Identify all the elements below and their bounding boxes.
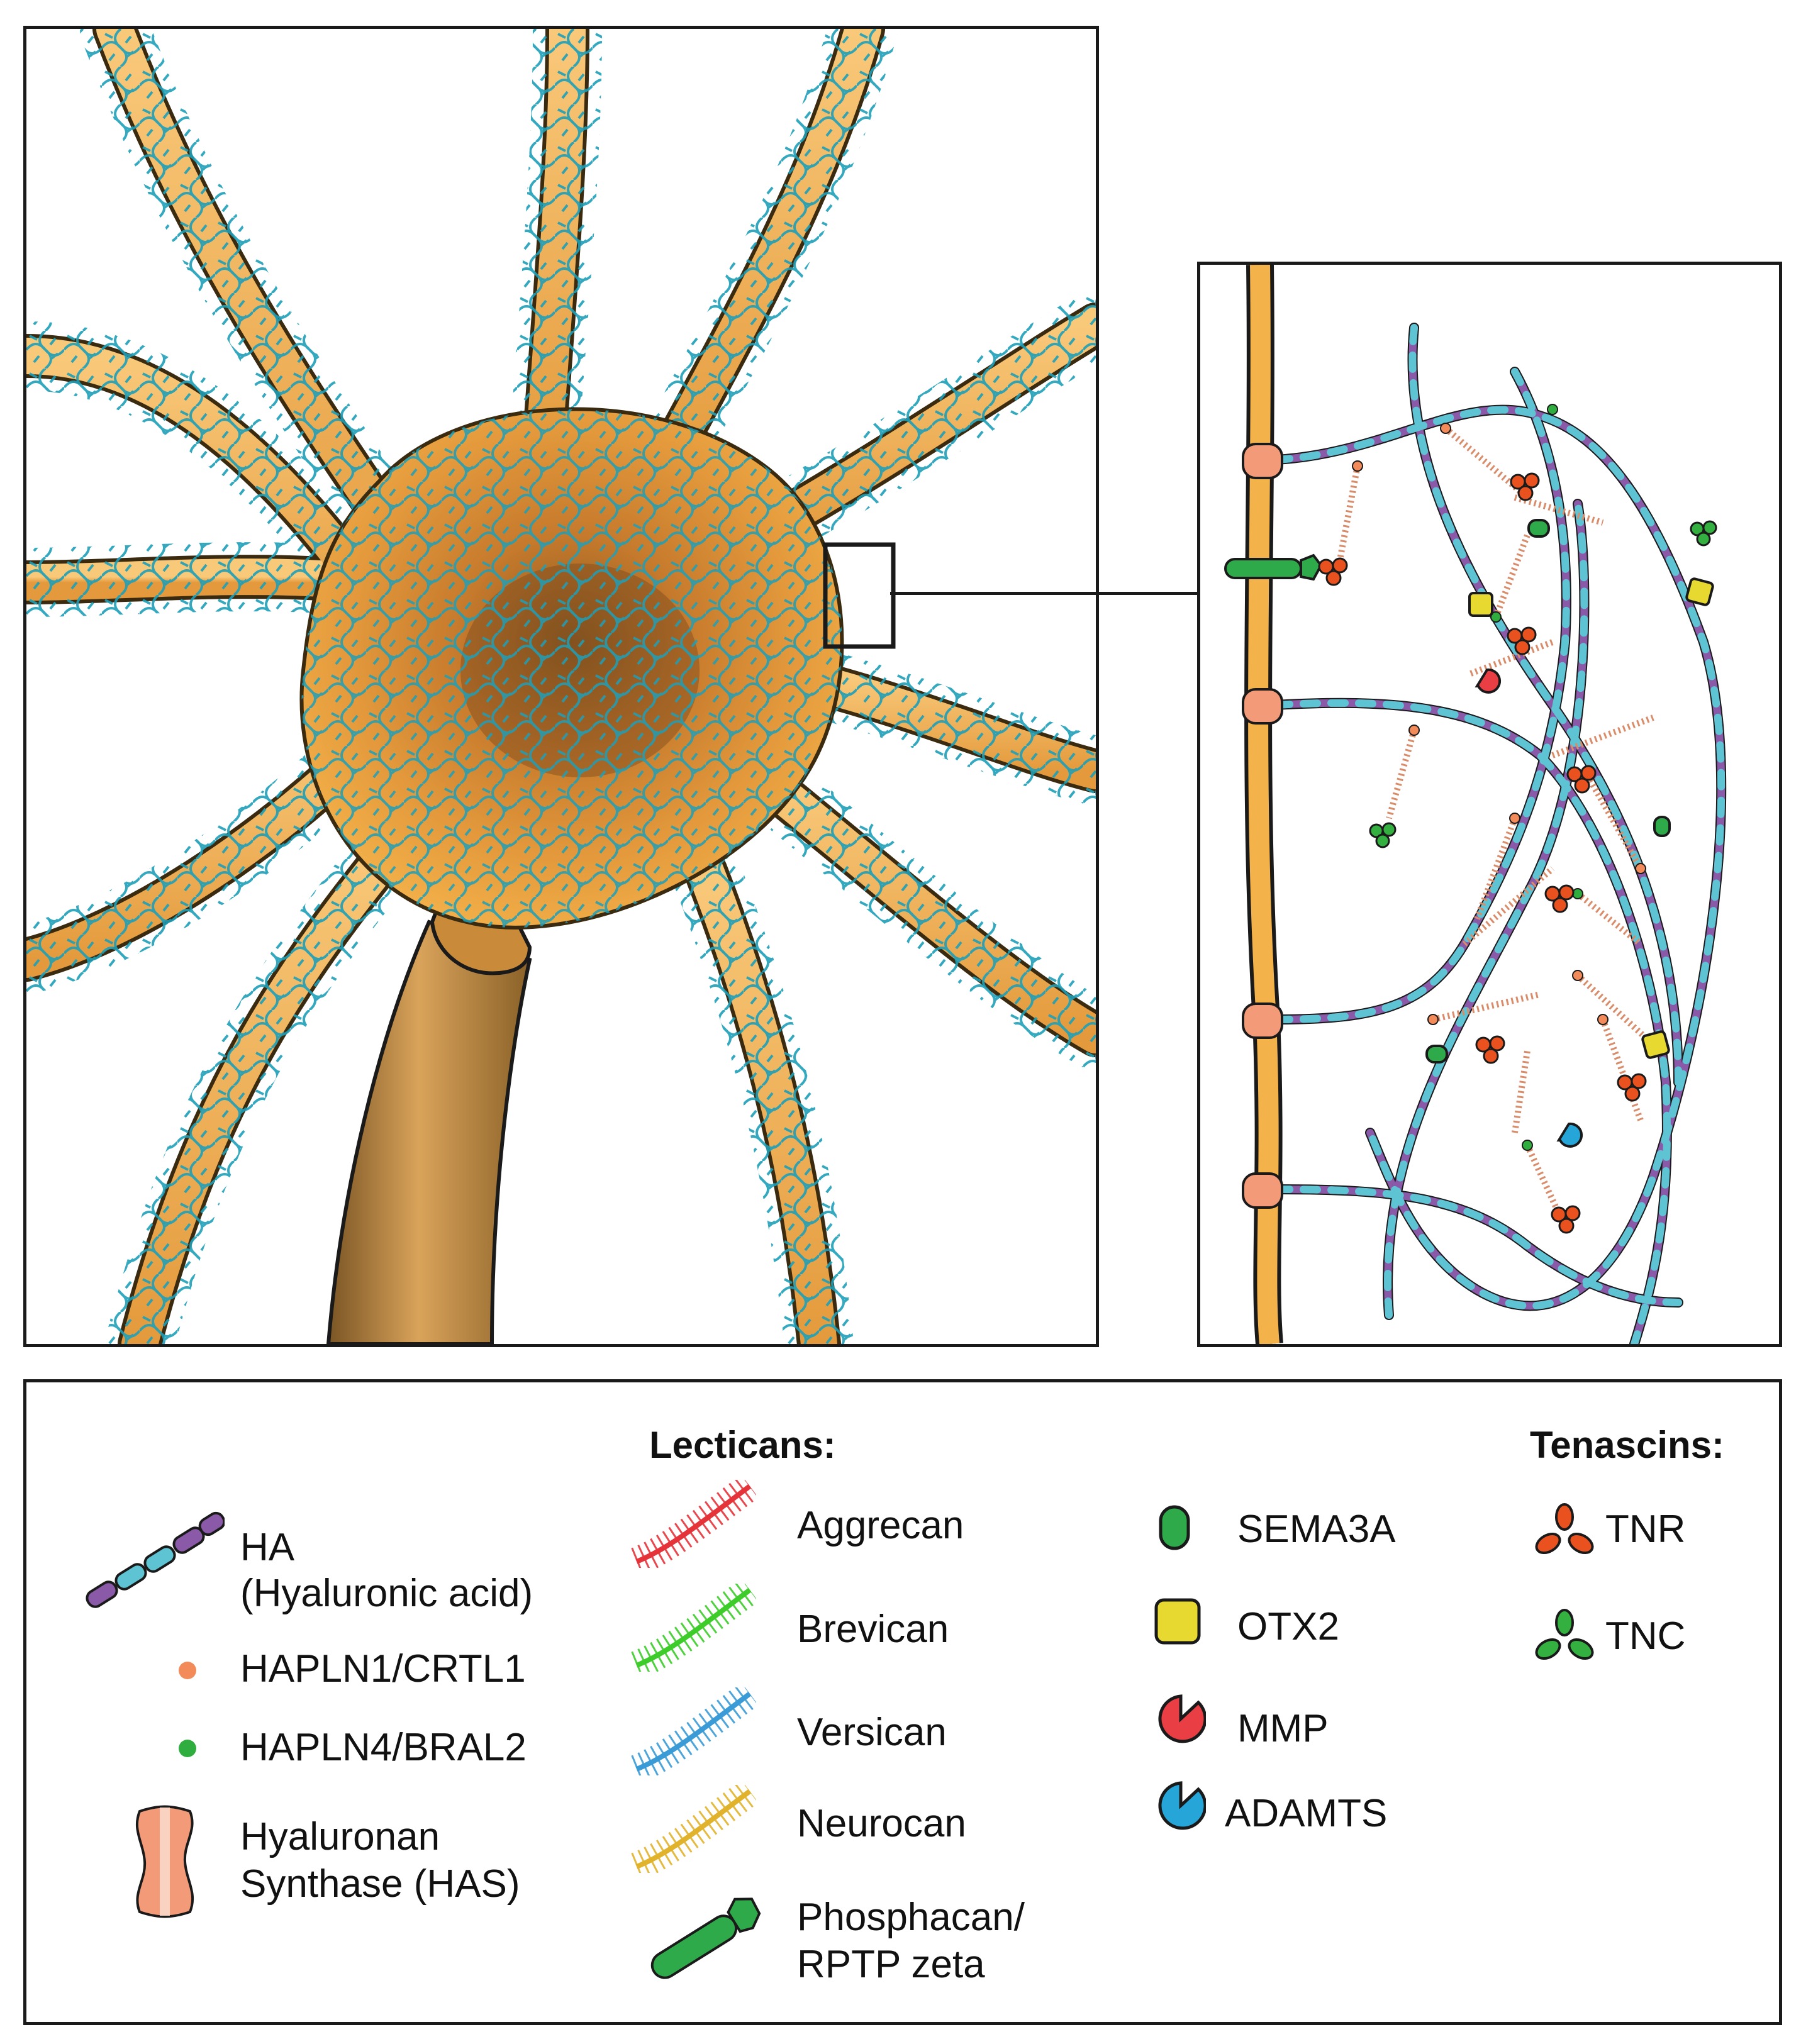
legend-hapln4-label: HAPLN4/BRAL2 (240, 1726, 527, 1769)
blue-pacman-icon (1158, 1781, 1206, 1830)
legend-sema3a-label: SEMA3A (1237, 1508, 1396, 1551)
green-bristle-icon (631, 1584, 756, 1672)
yellow-square-icon (1154, 1598, 1201, 1645)
legend-adamts-label: ADAMTS (1225, 1792, 1388, 1835)
legend-otx2-label: OTX2 (1237, 1605, 1339, 1648)
tenascin-trimers (1318, 472, 1717, 1234)
zoomed-pnn-panel (1197, 262, 1782, 1347)
neuron-illustration (26, 29, 1096, 1344)
green-trimer-icon (1535, 1609, 1594, 1660)
legend-tnr-label: TNR (1605, 1508, 1686, 1551)
adamts-molecule (1556, 1122, 1583, 1148)
phosphacan-rod-icon (650, 1897, 761, 1979)
legend-phosphacan-sublabel: RPTP zeta (797, 1943, 985, 1986)
sema3a-molecules (1425, 519, 1671, 1064)
legend-ha-sublabel: (Hyaluronic acid) (240, 1572, 533, 1615)
hyaluronic-acid-chain-icon (86, 1511, 225, 1608)
zoom-connector-line (890, 592, 1198, 595)
phosphacan-rod (1224, 553, 1323, 581)
hyaluronic-acid-chains (1271, 323, 1727, 1344)
otx2-molecules (1468, 577, 1714, 1059)
perineuronal-net-mesh (301, 409, 842, 928)
pnn-structure-diagram (1224, 265, 1727, 1344)
legend-has-label: Hyaluronan (240, 1815, 440, 1858)
green-capsule-icon (1159, 1505, 1190, 1550)
legend-versican-label: Versican (797, 1711, 947, 1754)
legend-neurocan-label: Neurocan (797, 1802, 966, 1845)
legend-tnc-label: TNC (1605, 1614, 1686, 1658)
orange-trimer-icon (1535, 1503, 1594, 1555)
green-dot-icon (179, 1740, 196, 1757)
hyaluronan-synthase-icon (136, 1805, 194, 1918)
yellow-bristle-icon (631, 1785, 756, 1873)
legend-panel: HA (Hyaluronic acid) HAPLN1/CRTL1 HAPLN4… (23, 1379, 1782, 2025)
zoom-region-box (823, 542, 896, 649)
legend-brevican-label: Brevican (797, 1608, 949, 1651)
legend-lecticans-heading: Lecticans: (649, 1424, 836, 1466)
axon (326, 895, 532, 1344)
legend-phosphacan-label: Phosphacan/ (797, 1896, 1025, 1939)
red-pacman-icon (1158, 1694, 1206, 1743)
lectican-crosslinks (1335, 426, 1656, 1229)
legend-aggrecan-label: Aggrecan (797, 1504, 964, 1547)
hyaluronan-synthase-anchors (1242, 443, 1283, 1209)
soma (299, 407, 844, 930)
neuron-illustration-panel (23, 26, 1099, 1347)
mmp-molecule (1475, 668, 1502, 694)
legend-ha-label: HA (240, 1526, 295, 1569)
legend-mmp-label: MMP (1237, 1707, 1329, 1750)
blue-bristle-icon (631, 1687, 756, 1775)
red-bristle-icon (631, 1480, 756, 1568)
orange-dot-icon (179, 1662, 196, 1679)
legend-hapln1-label: HAPLN1/CRTL1 (240, 1647, 526, 1691)
legend-tenascins-heading: Tenascins: (1530, 1424, 1724, 1466)
legend-has-sublabel: Synthase (HAS) (240, 1862, 520, 1906)
